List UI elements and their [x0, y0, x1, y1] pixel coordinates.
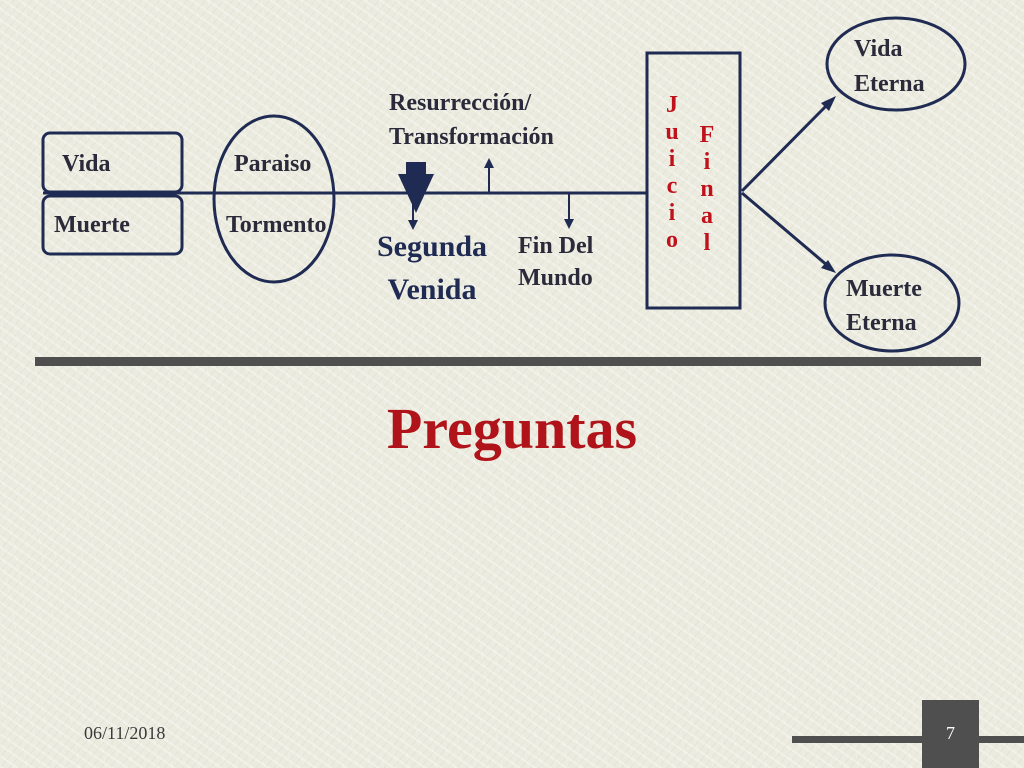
segunda-label: Segunda — [376, 230, 488, 263]
muerte-eterna-arrow — [741, 191, 829, 268]
final-letter: i — [703, 149, 711, 175]
paraiso-label: Paraiso — [234, 151, 312, 177]
vida-eterna-ellipse — [825, 16, 967, 112]
juicio-vertical-text: J u i c i o — [661, 92, 683, 254]
final-letter: l — [703, 230, 711, 256]
paraiso-tormento-ellipse — [212, 114, 336, 284]
divider-rule — [35, 357, 981, 366]
segunda-venida-arrowhead — [398, 174, 434, 213]
fin-del-mundo-arrowhead — [564, 219, 574, 229]
juicio-letter: i — [668, 200, 676, 226]
resurreccion-arrowhead — [484, 158, 494, 168]
vida-eterna-arrowhead — [821, 96, 836, 111]
fin-del-label: Fin Del — [518, 233, 594, 259]
slide-title: Preguntas — [386, 396, 638, 461]
footer-bar — [792, 736, 1024, 743]
vida-eterna-label-2: Eterna — [854, 71, 925, 97]
muerte-eterna-arrowhead — [821, 260, 836, 273]
vida-label: Vida — [62, 151, 111, 177]
resurreccion-label: Resurrección/ — [389, 90, 532, 116]
venida-label: Venida — [387, 273, 477, 306]
segunda-venida-arrow-shaft — [406, 162, 426, 174]
muerte-label: Muerte — [54, 212, 130, 238]
juicio-letter: c — [666, 173, 678, 199]
muerte-eterna-ellipse — [823, 253, 961, 353]
muerte-eterna-label-2: Eterna — [846, 310, 917, 336]
juicio-final-box — [645, 51, 742, 310]
transformacion-label: Transformación — [389, 124, 554, 150]
juicio-letter: o — [666, 227, 678, 253]
final-letter: a — [701, 203, 713, 229]
juicio-letter: i — [668, 146, 676, 172]
mundo-label: Mundo — [518, 265, 593, 291]
final-letter: n — [700, 176, 714, 202]
muerte-eterna-label-1: Muerte — [846, 276, 922, 302]
final-letter: F — [699, 122, 715, 148]
tormento-label: Tormento — [226, 212, 327, 238]
juicio-letter: u — [665, 119, 679, 145]
final-vertical-text: F i n a l — [696, 122, 718, 257]
page-number: 7 — [946, 723, 955, 743]
vida-eterna-arrow — [740, 102, 830, 193]
vida-eterna-label-1: Vida — [854, 36, 903, 62]
muerte-box — [41, 194, 184, 256]
juicio-letter: J — [666, 92, 678, 118]
footer-date: 06/11/2018 — [84, 723, 166, 743]
segunda-venida-tick-head — [408, 220, 418, 230]
page-number-box — [922, 700, 979, 768]
